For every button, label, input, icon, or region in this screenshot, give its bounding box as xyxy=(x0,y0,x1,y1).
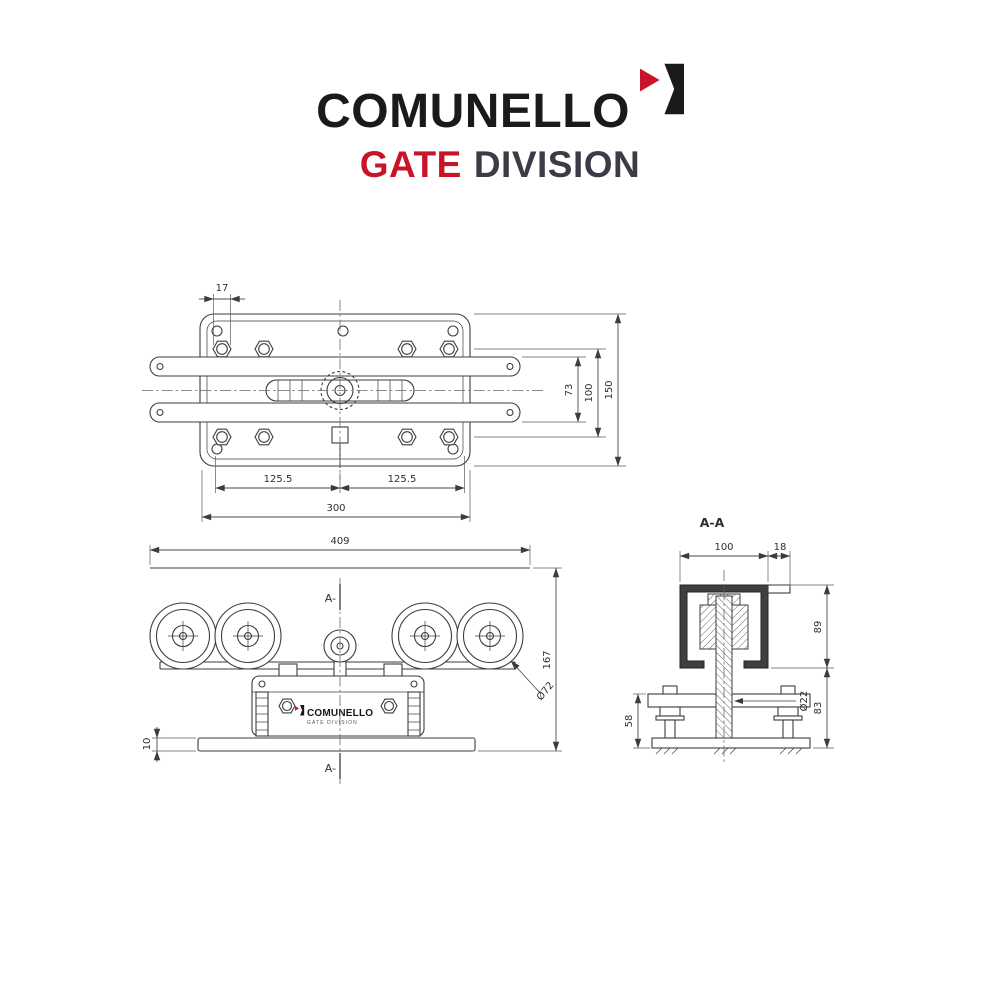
front-wheel-4 xyxy=(456,602,524,670)
bracket-brand-subtext: GATE DIVISION xyxy=(307,720,358,726)
front-bolt-head-left xyxy=(278,663,298,677)
front-hex-bolt-left xyxy=(278,698,296,714)
division-word-gate: GATE xyxy=(359,144,462,185)
top-centerlines xyxy=(142,300,545,480)
dim-167: 167 xyxy=(478,567,562,752)
dim-409: 409 xyxy=(149,536,531,565)
dim-label-100-section: 100 xyxy=(714,542,733,553)
dim-label-58: 58 xyxy=(624,715,635,728)
brand-mark-black-flag xyxy=(664,63,684,115)
division-word-division: DIVISION xyxy=(473,144,641,185)
dim-10: 10 xyxy=(142,727,196,762)
dim-100-top: 100 xyxy=(474,348,606,438)
front-bracket: COMUNELLO GATE DIVISION xyxy=(251,675,425,737)
section-bolt-left xyxy=(655,685,685,739)
dim-125-pair: 125.5 125.5 xyxy=(215,456,465,493)
front-hex-bolt-right xyxy=(380,698,398,714)
dim-label-17: 17 xyxy=(216,283,229,294)
section-baseplate xyxy=(651,737,811,749)
front-view: COMUNELLO GATE DIVISION 409 167 xyxy=(142,536,562,784)
front-threaded-rod-right xyxy=(407,691,421,737)
dim-label-100-top: 100 xyxy=(584,383,595,402)
dim-label-83: 83 xyxy=(813,702,824,715)
dim-label-167: 167 xyxy=(542,650,553,669)
section-marker-top: A- xyxy=(325,584,341,610)
dim-300: 300 xyxy=(201,470,471,522)
dim-17: 17 xyxy=(199,283,245,345)
dim-89: 89 xyxy=(771,584,834,669)
section-marker-bottom-label: A- xyxy=(325,762,336,775)
brand-lockup: COMUNELLO xyxy=(0,63,1000,138)
dim-shaft-diameter: Ø22 xyxy=(734,691,810,712)
dim-73: 73 xyxy=(522,356,586,423)
bracket-brand-text: COMUNELLO xyxy=(307,708,373,719)
section-view: A-A xyxy=(624,515,834,762)
front-wheel-3 xyxy=(391,602,459,670)
top-view: 17 73 100 150 xyxy=(142,283,626,522)
dim-label-89: 89 xyxy=(813,621,824,634)
front-baseplate xyxy=(197,737,476,752)
section-title: A-A xyxy=(700,515,725,530)
brand-mark-red-arrow xyxy=(639,68,660,92)
dim-58: 58 xyxy=(624,693,650,749)
dim-label-150: 150 xyxy=(604,380,615,399)
brand-mark-icon xyxy=(639,63,684,115)
dim-label-300: 300 xyxy=(326,503,345,514)
brand-wordmark: COMUNELLO xyxy=(316,85,630,138)
dim-label-10: 10 xyxy=(142,738,153,751)
dim-label-diameter-22: Ø22 xyxy=(798,691,810,712)
front-bolt-head-right xyxy=(383,663,403,677)
dim-label-diameter-72: Ø72 xyxy=(534,679,556,703)
dim-label-125-right: 125.5 xyxy=(388,474,417,485)
top-plate-inner-contour xyxy=(206,320,464,460)
dim-150: 150 xyxy=(474,313,626,467)
section-marker-bottom: A- xyxy=(325,753,341,779)
dim-83: 83 xyxy=(813,667,834,749)
top-side-rails xyxy=(149,356,521,423)
section-marker-top-label: A- xyxy=(325,592,336,605)
section-ground-hatch xyxy=(655,747,803,755)
front-wheel-2 xyxy=(214,602,282,670)
front-wheel-1 xyxy=(149,602,217,670)
front-threaded-rod-left xyxy=(255,691,269,737)
section-shaft xyxy=(715,595,733,739)
section-channel-profile xyxy=(679,584,769,669)
dim-18: 18 xyxy=(767,542,791,588)
dim-label-125-left: 125.5 xyxy=(264,474,293,485)
brand-division-line: GATE DIVISION xyxy=(0,146,1000,183)
brand-logo: COMUNELLO GATE DIVISION xyxy=(0,63,1000,183)
top-plate-holes xyxy=(211,325,459,455)
section-mount-tab xyxy=(767,584,791,594)
section-bolt-right xyxy=(773,685,803,739)
dim-label-73: 73 xyxy=(564,384,575,397)
dim-label-409: 409 xyxy=(330,536,349,547)
dim-label-18: 18 xyxy=(774,542,787,553)
